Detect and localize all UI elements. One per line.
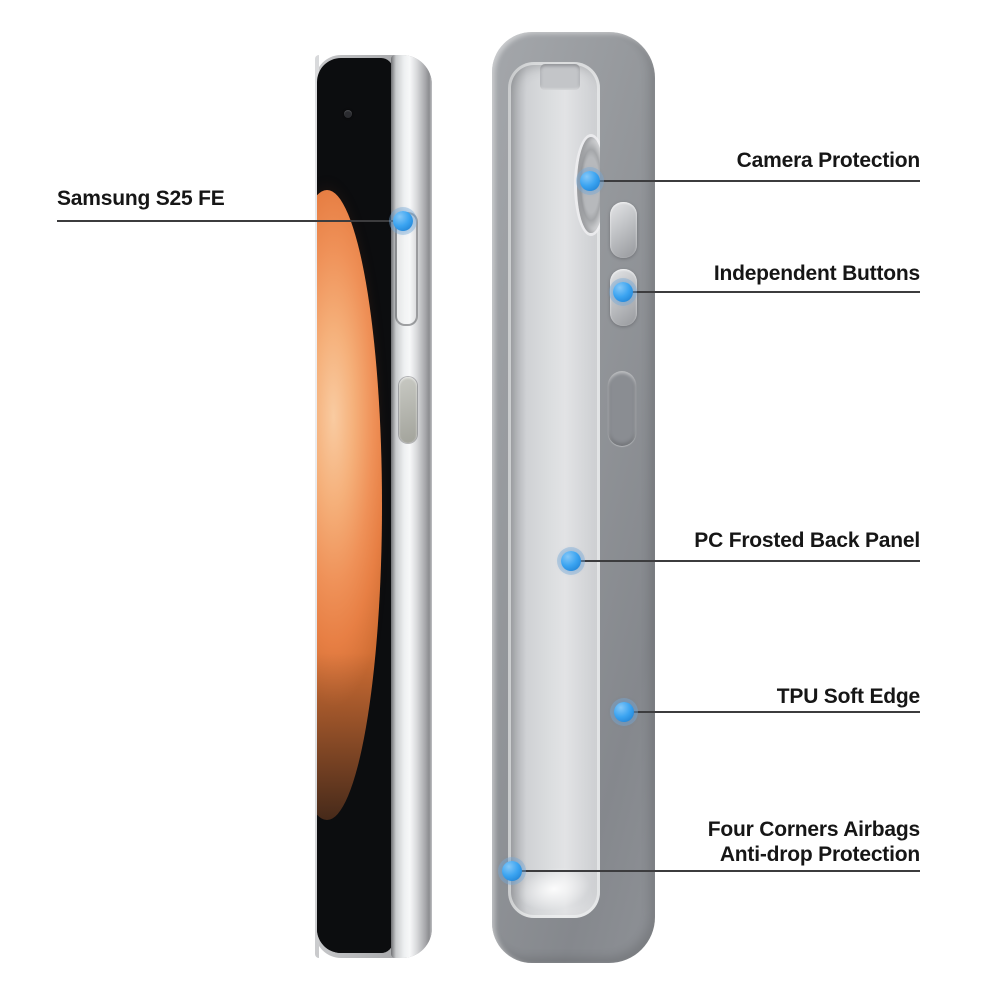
front-camera-punch-hole <box>344 110 352 118</box>
phone-frame-side-band <box>391 55 432 958</box>
case-inner-well <box>508 62 600 918</box>
callout-leader-line-phone-model <box>57 220 395 222</box>
callout-label-airbags: Four Corners Airbags Anti-drop Protectio… <box>708 817 920 867</box>
callout-dot-soft-edge <box>614 702 634 722</box>
callout-label-back-panel: PC Frosted Back Panel <box>694 529 920 552</box>
callout-leader-line-independent-buttons <box>630 291 920 293</box>
callout-leader-line-airbags <box>519 870 920 872</box>
callout-dot-airbags <box>502 861 522 881</box>
phone-screen <box>317 58 393 953</box>
case-volume-button <box>610 202 637 258</box>
callout-label-soft-edge: TPU Soft Edge <box>776 685 920 708</box>
callout-dot-phone-model <box>393 211 413 231</box>
callout-label-camera-protection: Camera Protection <box>736 149 921 172</box>
callout-leader-line-back-panel <box>578 560 920 562</box>
case-top-notch <box>540 64 580 90</box>
callout-leader-line-camera-protection <box>596 180 920 182</box>
callout-leader-line-soft-edge <box>631 711 920 713</box>
callout-label-airbags-line2: Anti-drop Protection <box>719 843 920 866</box>
phone <box>315 55 432 958</box>
phone-power-button <box>399 377 417 443</box>
callout-label-airbags-line1: Four Corners Airbags <box>707 818 920 841</box>
callout-label-phone-model: Samsung S25 FE <box>57 187 225 210</box>
callout-dot-camera-protection <box>580 171 600 191</box>
callout-dot-independent-buttons <box>613 282 633 302</box>
screen-bottom-fade <box>317 653 393 953</box>
callout-label-independent-buttons: Independent Buttons <box>713 262 920 285</box>
phone-case <box>492 32 655 963</box>
callout-dot-back-panel <box>561 551 581 571</box>
case-side-button-recess <box>608 371 636 446</box>
